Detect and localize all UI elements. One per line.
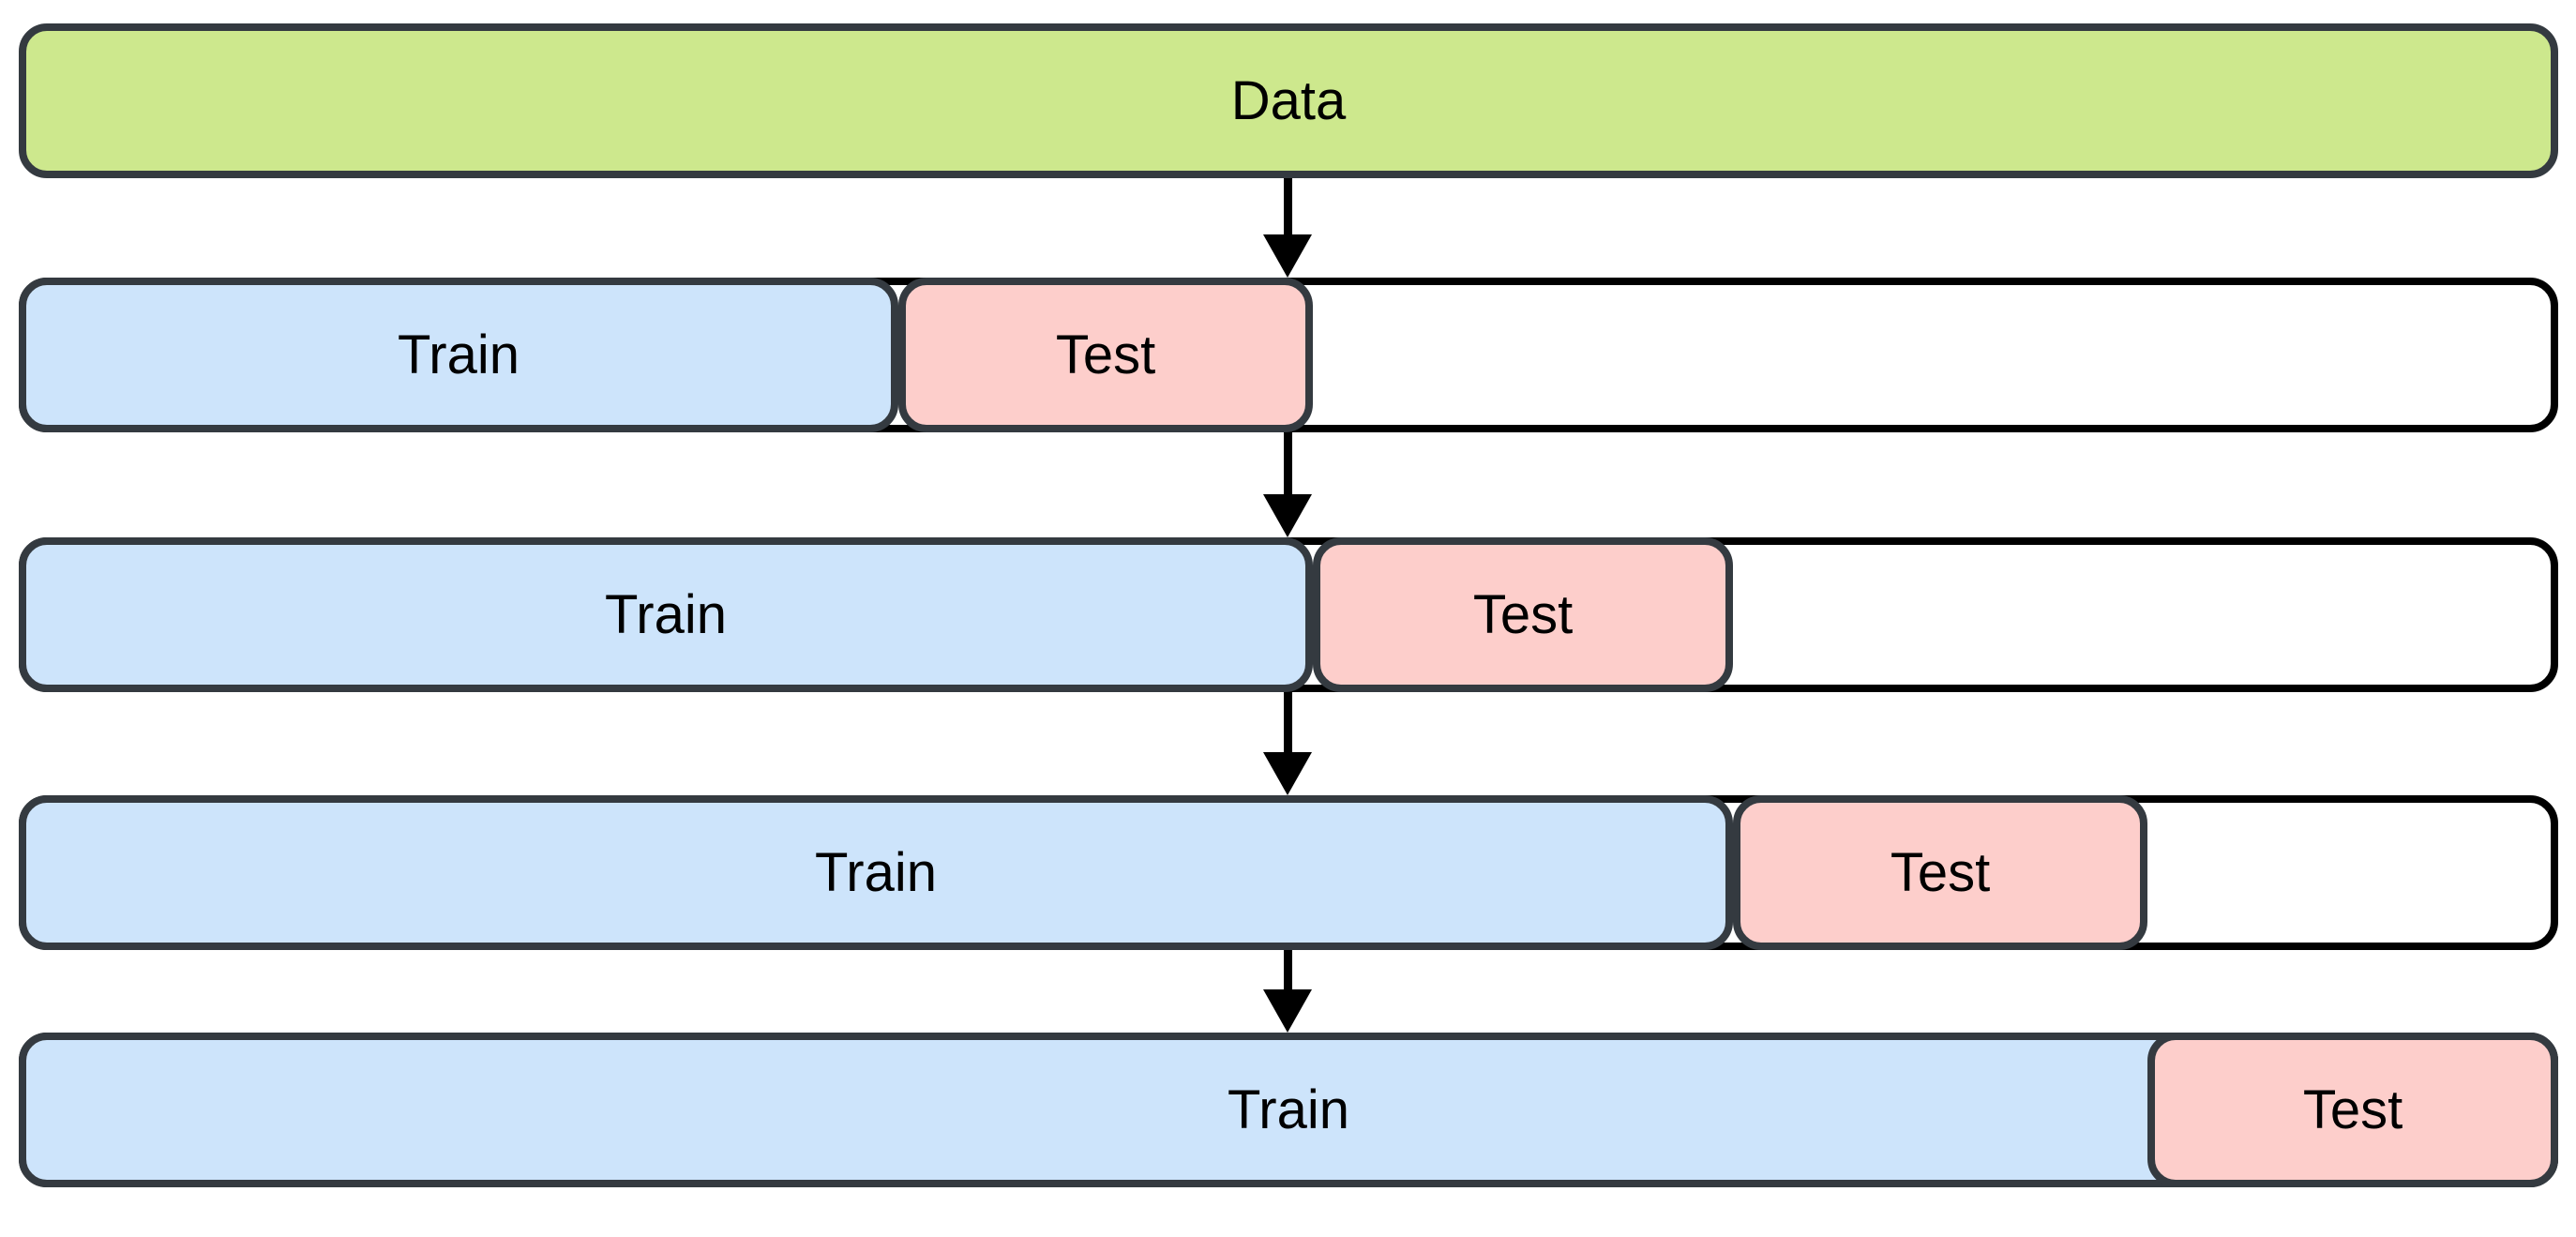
fold-row-3-test-segment: Test <box>1733 795 2147 950</box>
test-label: Test <box>2302 1079 2403 1140</box>
flow-arrow-2 <box>1263 432 1312 537</box>
train-label: Train <box>398 324 520 385</box>
test-label: Test <box>1055 324 1156 385</box>
data-bar-label: Data <box>1230 69 1347 131</box>
arrow-shaft <box>1283 692 1292 752</box>
arrow-shaft <box>1283 950 1292 989</box>
flow-arrow-4 <box>1263 950 1312 1033</box>
arrow-down-icon <box>1263 234 1312 278</box>
fold-row-2-train-segment: Train <box>19 537 1313 692</box>
flow-arrow-3 <box>1263 692 1312 795</box>
arrow-down-icon <box>1263 494 1312 537</box>
fold-row-3-train-segment: Train <box>19 795 1733 950</box>
arrow-down-icon <box>1263 989 1312 1033</box>
data-bar: Data <box>19 23 2558 178</box>
arrow-shaft <box>1283 178 1292 234</box>
fold-row-4-test-segment: Test <box>2147 1033 2558 1187</box>
fold-row-2-test-segment: Test <box>1313 537 1733 692</box>
fold-row-1-train-segment: Train <box>19 278 898 432</box>
test-label: Test <box>1472 583 1574 645</box>
test-label: Test <box>1890 841 1991 903</box>
train-label: Train <box>605 583 727 645</box>
flow-arrow-1 <box>1263 178 1312 278</box>
train-label: Train <box>815 841 937 903</box>
arrow-shaft <box>1283 432 1292 494</box>
train-label: Train <box>1228 1079 1349 1140</box>
arrow-down-icon <box>1263 752 1312 795</box>
fold-row-1-test-segment: Test <box>898 278 1313 432</box>
